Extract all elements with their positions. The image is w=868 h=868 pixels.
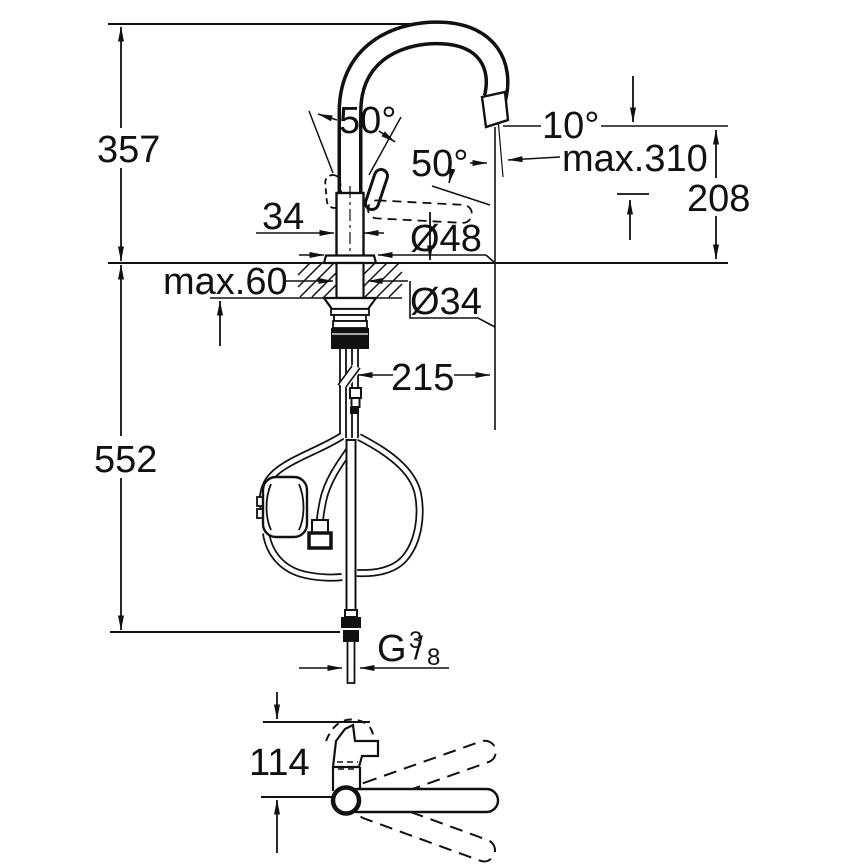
dimension-552: 552 [94, 264, 157, 631]
hose-connector-small-2 [350, 397, 361, 408]
hose-end-connector-bottom [307, 531, 333, 550]
hose-connector-dark [350, 407, 359, 414]
tube-fitting-upper [341, 617, 361, 628]
dim-208-label: 208 [687, 178, 750, 220]
dimension-10deg: 10° [503, 76, 728, 147]
lever-solid-top-view [344, 787, 500, 814]
dim-552-label: 552 [94, 439, 157, 481]
stabilizer-plate [332, 320, 368, 329]
dimension-50deg-upper: 50° [317, 100, 396, 143]
hose-weight-detail-right [298, 483, 305, 531]
dim-10deg-label: 10° [542, 105, 599, 147]
dim-d34-label: Ø34 [410, 281, 482, 323]
hose-break-mark-1 [337, 365, 353, 386]
thread-pipe-g38 [346, 640, 356, 684]
handle-fan-line-left [308, 110, 334, 174]
dim-357-label: 357 [97, 129, 160, 171]
dim-d48-label: Ø48 [410, 218, 482, 260]
lever-cap-top-view [331, 723, 380, 769]
faucet-upper-assembly [308, 20, 510, 265]
thread-denominator-label: 8 [427, 644, 440, 671]
threaded-shank [335, 261, 365, 300]
dim-114-label: 114 [249, 742, 310, 784]
spout-tube-fill [341, 23, 507, 196]
hose-loop-left-lower-fill [263, 532, 343, 580]
dimension-max310: max.310 [507, 138, 708, 240]
mounting-nut [331, 328, 369, 349]
dimension-50deg-lower: 50° [411, 143, 488, 185]
hose-assembly [256, 349, 424, 684]
dimension-208: 208 [687, 129, 750, 260]
dimension-d48: Ø48 [299, 218, 496, 264]
escutcheon-base [322, 254, 378, 265]
hose-break-mark-2 [345, 367, 361, 388]
dim-max310-label: max.310 [562, 138, 708, 180]
dim-215-label: 215 [391, 357, 454, 399]
dimension-g38: G 3 / 8 [299, 627, 449, 671]
hose-weight [261, 475, 309, 539]
dimension-114: 114 [249, 692, 310, 853]
spray-head [480, 90, 510, 129]
top-view-figure [261, 718, 500, 863]
lever-handle-fill [367, 171, 386, 208]
dimension-d34: Ø34 [367, 278, 496, 328]
lever-handle-down-dashed [367, 199, 473, 224]
tube-fitting-lower [343, 630, 359, 642]
hose-connector-small [349, 387, 362, 399]
hose-inner-fill [317, 444, 354, 522]
dim-max60-label: max.60 [163, 261, 288, 303]
lever-handle-up-dashed [324, 174, 343, 209]
dimension-max60: max.60 [163, 212, 433, 346]
hose-end-connector-top [311, 519, 329, 534]
hose-break-mask [338, 365, 362, 388]
mounting-hardware [321, 261, 379, 349]
dimension-215: 215 [357, 357, 491, 399]
thread-g-label: G [377, 628, 407, 670]
thread-slash-label: / [414, 630, 423, 666]
dimension-357: 357 [97, 26, 160, 262]
dim-50deg-lower-label: 50° [411, 143, 468, 185]
dim-50deg-upper-label: 50° [339, 100, 396, 142]
thread-numerator-label: 3 [409, 627, 422, 654]
central-supply-tube [345, 439, 357, 619]
lever-pivot-ring [330, 785, 362, 816]
dim-34-label: 34 [262, 196, 304, 238]
handle-fan-line-mid [368, 116, 402, 176]
tube-collar [344, 609, 358, 618]
handle-fan-line-low [431, 185, 491, 206]
hose-loop-right-fill [356, 435, 422, 576]
spout-top-view-dashed [325, 718, 374, 742]
dimension-34: 34 [256, 196, 384, 238]
mounting-flange [321, 296, 379, 311]
hose-weight-detail-left [265, 483, 272, 531]
